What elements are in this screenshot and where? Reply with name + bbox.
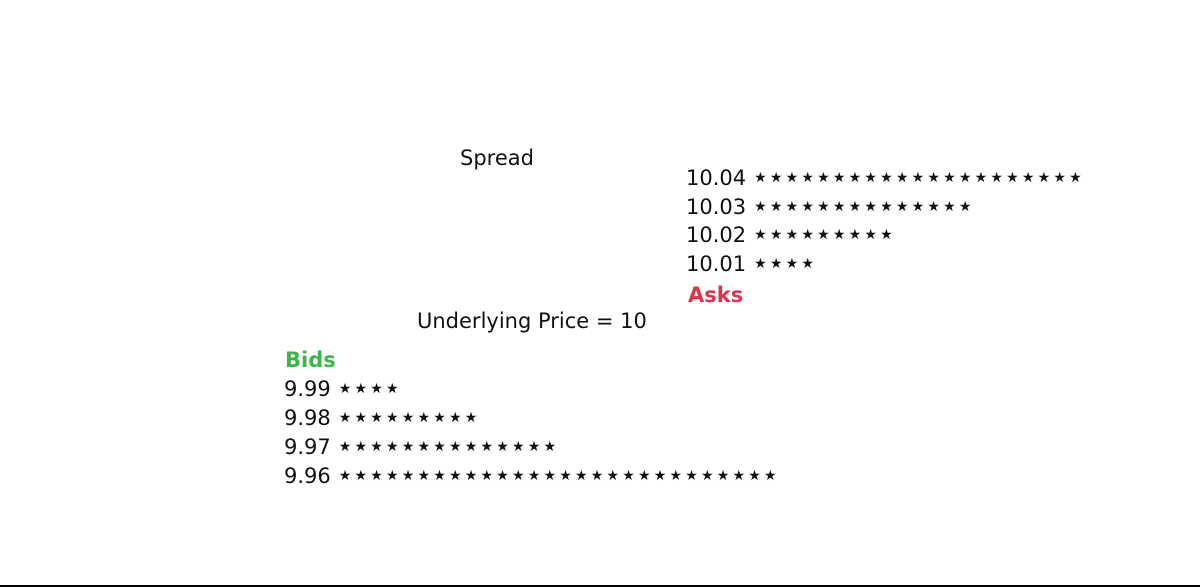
ask-price: 10.03 bbox=[686, 195, 747, 219]
bid-price: 9.96 bbox=[284, 464, 331, 488]
ask-price: 10.04 bbox=[686, 166, 747, 190]
ask-volume-stars: ★★★★★★★★★★★★★★ bbox=[754, 199, 975, 215]
ask-price: 10.01 bbox=[686, 252, 747, 276]
ask-row-1003: 10.03 ★★★★★★★★★★★★★★ bbox=[686, 194, 975, 220]
ask-row-1002: 10.02 ★★★★★★★★★ bbox=[686, 222, 896, 248]
bid-volume-stars: ★★★★★★★★★★★★★★ bbox=[338, 439, 560, 455]
bid-row-997: 9.97 ★★★★★★★★★★★★★★ bbox=[284, 434, 559, 460]
ask-volume-stars: ★★★★★★★★★ bbox=[754, 227, 896, 243]
bids-heading: Bids bbox=[285, 348, 336, 372]
ask-volume-stars: ★★★★★★★★★★★★★★★★★★★★★ bbox=[754, 170, 1085, 186]
ask-row-1004: 10.04 ★★★★★★★★★★★★★★★★★★★★★ bbox=[686, 165, 1085, 191]
ask-volume-stars: ★★★★ bbox=[754, 256, 818, 272]
bid-row-999: 9.99 ★★★★ bbox=[284, 376, 402, 402]
bid-price: 9.97 bbox=[284, 435, 331, 459]
bid-price: 9.98 bbox=[284, 406, 331, 430]
bid-price: 9.99 bbox=[284, 377, 331, 401]
underlying-price-label: Underlying Price = 10 bbox=[417, 309, 647, 333]
bid-row-996: 9.96 ★★★★★★★★★★★★★★★★★★★★★★★★★★★★ bbox=[284, 463, 780, 489]
bid-volume-stars: ★★★★★★★★★ bbox=[338, 410, 481, 426]
ask-row-1001: 10.01 ★★★★ bbox=[686, 251, 817, 277]
ask-price: 10.02 bbox=[686, 223, 747, 247]
bid-volume-stars: ★★★★ bbox=[338, 381, 402, 397]
bid-row-998: 9.98 ★★★★★★★★★ bbox=[284, 405, 481, 431]
bottom-border-line bbox=[0, 585, 1200, 587]
asks-heading: Asks bbox=[688, 283, 744, 307]
bid-volume-stars: ★★★★★★★★★★★★★★★★★★★★★★★★★★★★ bbox=[338, 468, 780, 484]
spread-label: Spread bbox=[460, 146, 534, 170]
